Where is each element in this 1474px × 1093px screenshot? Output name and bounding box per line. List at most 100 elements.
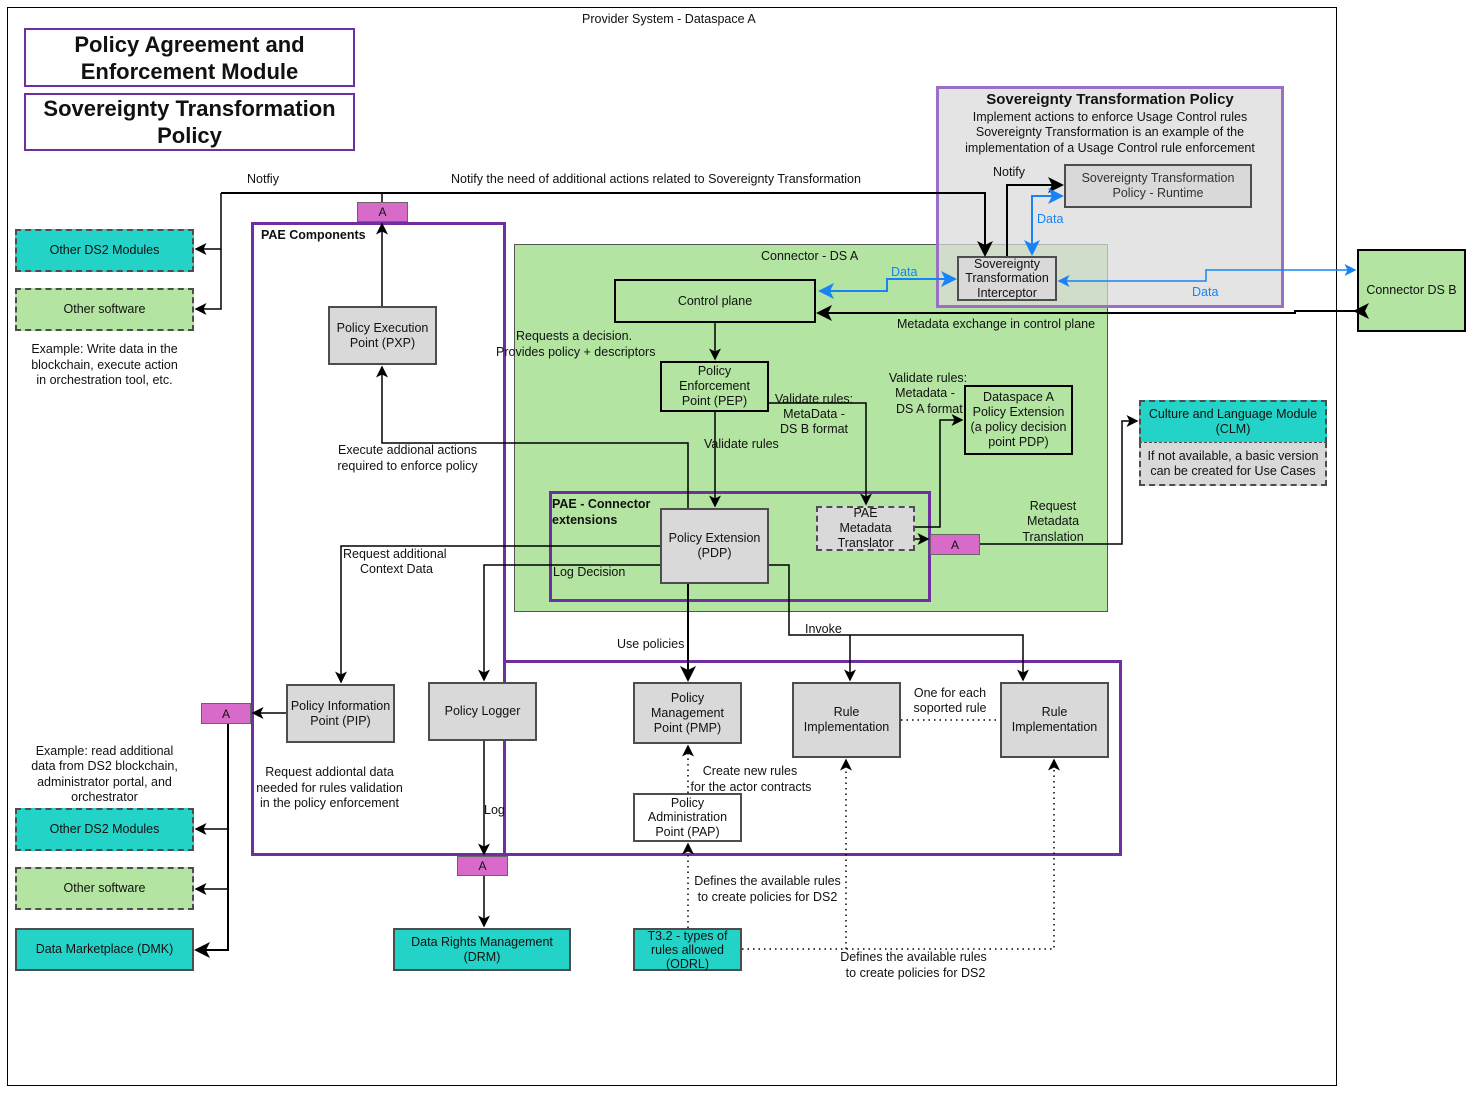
pae-metadata-translator-box[interactable]: PAE Metadata Translator [816,506,915,551]
adapter-tag-log: A [457,856,508,876]
other-software-top[interactable]: Other software [15,288,194,331]
pae-components-title: PAE Components [261,228,366,242]
one-for-each-2: soported rule [913,701,987,715]
st-policy-runtime-box[interactable]: Sovereignty Transformation Policy - Runt… [1064,164,1252,208]
request-data-1: Request addiontal data [265,765,394,779]
example-bottom-3: administrator portal, and [37,775,172,789]
validate-ds-a-2: Metadata - [895,386,955,400]
policy-title: Sovereignty Transformation Policy [24,93,355,151]
pep-box[interactable]: Policy Enforcement Point (PEP) [660,361,769,412]
example-top-1: Example: Write data in the [31,342,178,356]
wire-metadata-exchange [816,303,1369,321]
clm-box[interactable]: Culture and Language Module (CLM) [1139,400,1327,443]
adapter-tag-top: A [357,202,408,222]
request-translation-2: Metadata [1026,514,1080,528]
validate-ds-b-3: DS B format [779,422,849,436]
module-title: Policy Agreement and Enforcement Module [24,28,355,87]
pmp-box[interactable]: Policy Management Point (PMP) [633,682,742,744]
wire-pdp-pip [335,545,660,684]
defines2-2: to create policies for DS2 [845,966,986,980]
connector-ds-b-box[interactable]: Connector DS B [1357,249,1466,332]
system-title: Provider System - Dataspace A [582,12,756,26]
execute-actions-2: required to enforce policy [337,459,478,473]
example-top-2: blockchain, execute action [31,358,178,372]
drm-box[interactable]: Data Rights Management (DRM) [393,928,571,971]
other-ds2-modules-bottom[interactable]: Other DS2 Modules [15,808,194,851]
request-data-3: in the policy enforcement [260,796,399,810]
wire-pdp-pxp [376,365,689,508]
request-translation-1: Request [1029,499,1077,513]
pae-connector-ext-title-1: PAE - Connector [552,497,651,511]
defines-2: to create policies for DS2 [697,890,838,904]
adapter-tag-pip: A [201,703,251,724]
pip-box[interactable]: Policy Information Point (PIP) [286,684,395,743]
pae-components-lower-top-border [503,660,1122,663]
wire-pdp-invoke [769,564,1029,682]
requests-decision-1: Requests a decision. [516,329,633,343]
connector-ds-a-title: Connector - DS A [761,249,859,263]
wire-interceptor-notify [1006,177,1064,256]
data-label-dsb: Data [1192,285,1219,299]
wire-pdp-logger [478,564,660,682]
log-decision-label: Log Decision [553,565,626,579]
adapter-tag-translation: A [930,534,980,555]
st-policy-panel-title: Sovereignty Transformation Policy [986,91,1234,108]
pae-components-lower [251,660,1122,856]
wire-translator-dsa [915,414,964,528]
wire-data-interceptor-dsb [1057,264,1357,287]
other-ds2-modules-top[interactable]: Other DS2 Modules [15,229,194,272]
defines2-1: Defines the available rules [840,950,987,964]
notify-additional-label: Notify the need of additional actions re… [451,172,861,186]
policy-extension-pdp-box[interactable]: Policy Extension (PDP) [660,508,769,584]
example-top-3: in orchestration tool, etc. [36,373,173,387]
request-data-2: needed for rules validation [256,781,403,795]
odrl-box[interactable]: T3.2 - types of rules allowed (ODRL) [633,928,742,971]
example-bottom-2: data from DS2 blockchain, [31,759,178,773]
data-label-cp: Data [891,265,918,279]
clm-note: If not available, a basic version can be… [1139,442,1327,486]
wire-data-interceptor-runtime [1024,188,1064,256]
wire-notify-sw-top [194,249,222,315]
pae-connector-ext-title-2: extensions [552,513,618,527]
example-bottom-1: Example: read additional [35,744,174,758]
request-context-2: Context Data [360,562,433,576]
wire-adapter-externals [194,724,229,958]
wire-adapter-clm [980,415,1139,545]
invoke-label: Invoke [805,622,842,636]
wire-notify-ds2-top [194,193,222,255]
rule-implementation-2-box[interactable]: Rule Implementation [1000,682,1109,758]
example-bottom-4: orchestrator [71,790,138,804]
notify-label: Notify [993,165,1025,179]
st-interceptor-box[interactable]: Sovereignty Transformation Interceptor [957,256,1057,301]
data-marketplace-box[interactable]: Data Marketplace (DMK) [15,928,194,971]
log-label: Log [484,803,505,817]
one-for-each-1: One for each [913,686,987,700]
defines-1: Defines the available rules [694,874,841,888]
request-translation-3: Translation [1022,530,1084,544]
validate-rules-label: Validate rules [704,437,779,451]
use-policies-label: Use policies [617,637,685,651]
policy-logger-box[interactable]: Policy Logger [428,682,537,741]
create-rules-1: Create new rules [702,764,798,778]
other-software-bottom[interactable]: Other software [15,867,194,910]
notfiy-label: Notfiy [247,172,279,186]
validate-ds-b-2: MetaData - [783,407,845,421]
create-rules-2: for the actor contracts [690,780,812,794]
pxp-box[interactable]: Policy Execution Point (PXP) [328,306,437,365]
pap-box[interactable]: Policy Administration Point (PAP) [633,793,742,842]
requests-decision-2: Provides policy + descriptors [496,345,656,359]
execute-actions-1: Execute addional actions [338,443,477,457]
request-context-1: Request additional [343,547,447,561]
rule-implementation-1-box[interactable]: Rule Implementation [792,682,901,758]
ds-a-policy-extension-box[interactable]: Dataspace A Policy Extension (a policy d… [964,385,1073,455]
validate-ds-a-3: DS A format [896,402,963,416]
validate-ds-b-1: Validate rules: [774,392,854,406]
wire-notify-bus [221,192,993,257]
st-policy-desc-2: Sovereignty Transformation is an example… [975,125,1245,139]
wire-data-cp-interceptor [818,271,957,299]
metadata-exchange-label: Metadata exchange in control plane [897,317,1096,331]
control-plane-box[interactable]: Control plane [614,279,816,323]
provider-system-frame [7,7,1337,1086]
st-policy-desc-1: Implement actions to enforce Usage Contr… [972,110,1248,124]
